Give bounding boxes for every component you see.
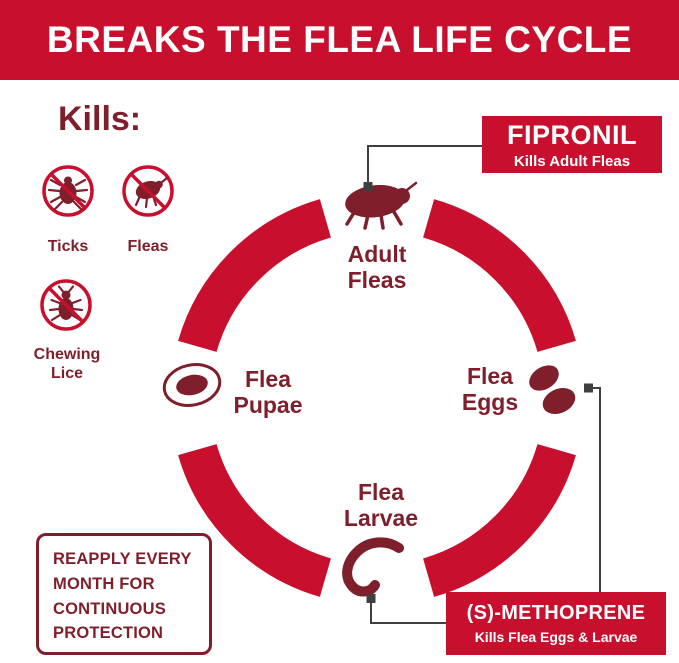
stage-label-flea-pupae: Flea Pupae (233, 366, 303, 419)
flea-pupae-icon (162, 363, 222, 407)
no-fleas-icon (122, 165, 174, 217)
fipronil-callout: FIPRONIL Kills Adult Fleas (482, 116, 662, 173)
reapply-note-text: REAPPLY EVERY MONTH FOR CONTINUOUS PROTE… (53, 550, 192, 643)
header-banner: BREAKS THE FLEA LIFE CYCLE (0, 0, 679, 80)
flea-larva-icon (342, 537, 404, 597)
s-methoprene-callout: (S)-METHOPRENE Kills Flea Eggs & Larvae (446, 592, 666, 655)
adult-flea-icon (345, 181, 418, 230)
methoprene-eggs-connector (584, 383, 601, 592)
kills-heading: Kills: (58, 100, 142, 138)
cycle-arc-top-right (422, 199, 576, 353)
methoprene-larva-connector (366, 594, 446, 624)
no-ticks-icon (42, 165, 94, 217)
kill-label-ticks: Ticks (47, 238, 89, 255)
cycle-arc-bottom-left (178, 443, 332, 597)
cycle-ring (178, 199, 576, 597)
s-methoprene-subtitle: Kills Flea Eggs & Larvae (474, 629, 638, 645)
page-title: BREAKS THE FLEA LIFE CYCLE (46, 19, 633, 60)
fipronil-connector (363, 145, 482, 191)
cycle-arc-top-left (178, 199, 332, 353)
reapply-note-box: REAPPLY EVERY MONTH FOR CONTINUOUS PROTE… (36, 533, 212, 655)
stage-label-flea-eggs: Flea Eggs (461, 363, 519, 416)
flea-eggs-icon (527, 363, 578, 416)
stage-label-adult-fleas: Adult Fleas (347, 241, 407, 294)
stage-label-flea-larvae: Flea Larvae (343, 479, 419, 532)
s-methoprene-title: (S)-METHOPRENE (466, 602, 646, 624)
kill-label-fleas: Fleas (127, 238, 169, 255)
cycle-arc-bottom-right (422, 443, 576, 597)
no-chewing-lice-icon (40, 279, 92, 331)
kill-label-chewing-lice: Chewing Lice (33, 346, 101, 383)
fipronil-title: FIPRONIL (507, 119, 637, 150)
fipronil-subtitle: Kills Adult Fleas (513, 152, 631, 170)
